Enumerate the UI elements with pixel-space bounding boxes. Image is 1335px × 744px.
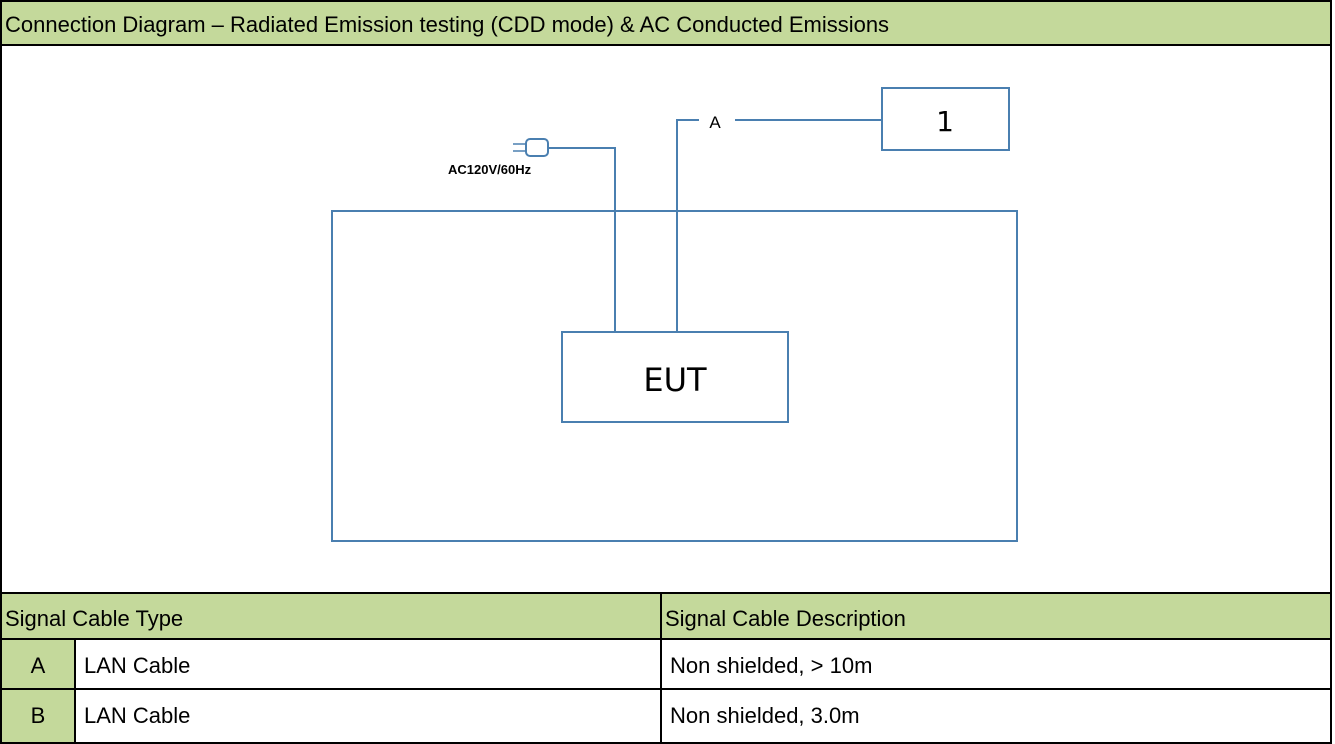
row-letter: A <box>30 653 46 678</box>
table-row-a-description: Non shielded, > 10m <box>660 638 1332 690</box>
row-description: Non shielded, 3.0m <box>670 703 860 728</box>
table-row-a-letter: A <box>0 638 76 690</box>
table-row-b-type: LAN Cable <box>74 688 662 744</box>
table-row-a-type: LAN Cable <box>74 638 662 690</box>
cable-a-line-left <box>676 119 699 332</box>
header-type-label: Signal Cable Type <box>5 606 184 631</box>
cable-a-label: A <box>709 113 721 132</box>
row-description: Non shielded, > 10m <box>670 653 873 678</box>
ac-power-line <box>549 147 616 332</box>
connection-diagram: EUT 1 A AC120V/60Hz <box>331 87 1018 542</box>
eut-label: EUT <box>643 361 707 399</box>
header-signal-cable-type: Signal Cable Type <box>0 592 662 640</box>
header-description-label: Signal Cable Description <box>665 606 906 631</box>
test-table-outline <box>331 210 1018 542</box>
table-row-b-letter: B <box>0 688 76 744</box>
table-row-b-description: Non shielded, 3.0m <box>660 688 1332 744</box>
diagram-area: EUT 1 A AC120V/60Hz <box>0 44 1332 592</box>
power-label: AC120V/60Hz <box>448 162 532 177</box>
eut-box <box>561 331 789 423</box>
power-plug-icon <box>513 138 549 157</box>
row-type: LAN Cable <box>84 653 191 678</box>
title-bar: Connection Diagram – Radiated Emission t… <box>0 0 1332 46</box>
header-signal-cable-description: Signal Cable Description <box>660 592 1332 640</box>
row-type: LAN Cable <box>84 703 191 728</box>
device-1-label: 1 <box>936 105 954 138</box>
row-letter: B <box>30 703 46 728</box>
page-title: Connection Diagram – Radiated Emission t… <box>5 12 890 37</box>
